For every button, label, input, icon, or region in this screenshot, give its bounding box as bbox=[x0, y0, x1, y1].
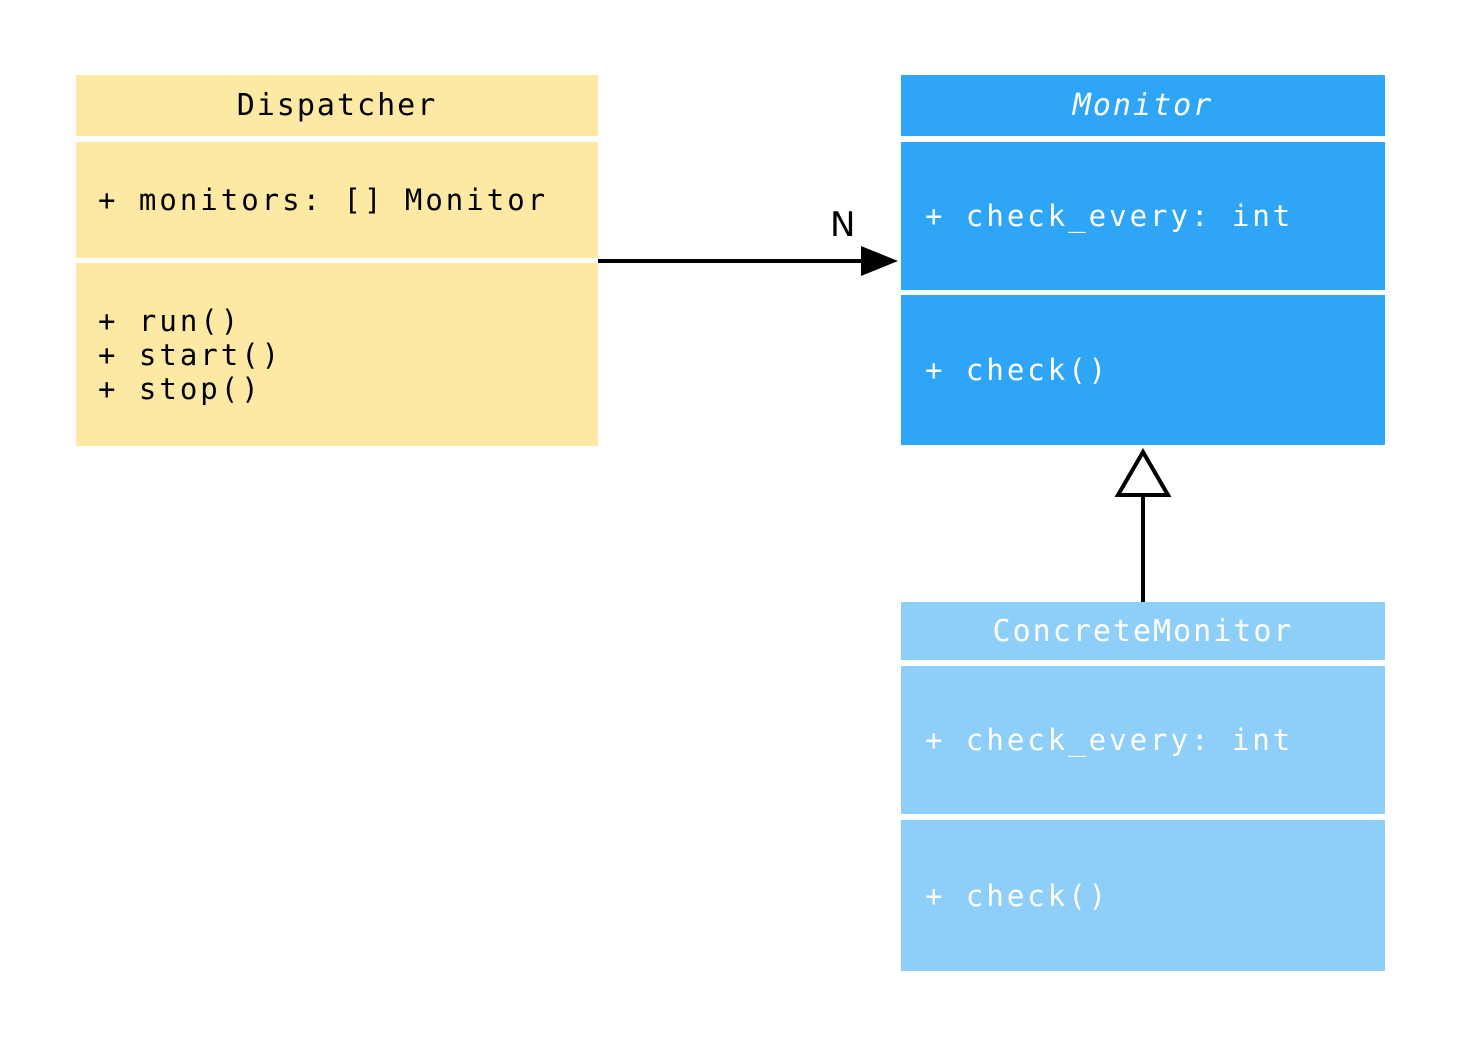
method-line: + start() bbox=[98, 337, 283, 372]
class-methods-concrete-monitor: + check() bbox=[901, 820, 1385, 971]
class-methods-dispatcher: + run() + start() + stop() bbox=[76, 263, 598, 446]
method-line: + check() bbox=[925, 878, 1110, 913]
method-line: + stop() bbox=[98, 371, 262, 406]
method-line: + run() bbox=[98, 303, 242, 338]
inheritance-arrow bbox=[1114, 448, 1172, 602]
hollow-triangle-icon bbox=[1114, 448, 1172, 497]
class-box-monitor: Monitor + check_every: int + check() bbox=[901, 75, 1385, 445]
class-title-dispatcher: Dispatcher bbox=[76, 75, 598, 136]
arrowhead-icon bbox=[861, 246, 898, 276]
class-title-monitor: Monitor bbox=[901, 75, 1385, 136]
attribute-line: + monitors: [] Monitor bbox=[98, 183, 549, 217]
class-attributes-dispatcher: + monitors: [] Monitor bbox=[76, 142, 598, 258]
class-name-label: Dispatcher bbox=[236, 88, 438, 123]
class-title-concrete-monitor: ConcreteMonitor bbox=[901, 602, 1385, 660]
attribute-line: + check_every: int bbox=[925, 199, 1294, 233]
class-methods-monitor: + check() bbox=[901, 295, 1385, 445]
association-multiplicity-label: N bbox=[830, 205, 856, 245]
association-arrow bbox=[598, 246, 898, 276]
attribute-line: + check_every: int bbox=[925, 723, 1294, 757]
class-name-label: ConcreteMonitor bbox=[992, 613, 1294, 649]
method-line: + check() bbox=[925, 353, 1110, 387]
class-box-dispatcher: Dispatcher + monitors: [] Monitor + run(… bbox=[76, 75, 598, 446]
class-box-concrete-monitor: ConcreteMonitor + check_every: int + che… bbox=[901, 602, 1385, 971]
class-attributes-concrete-monitor: + check_every: int bbox=[901, 666, 1385, 814]
class-name-label: Monitor bbox=[1072, 88, 1214, 123]
class-attributes-monitor: + check_every: int bbox=[901, 142, 1385, 290]
